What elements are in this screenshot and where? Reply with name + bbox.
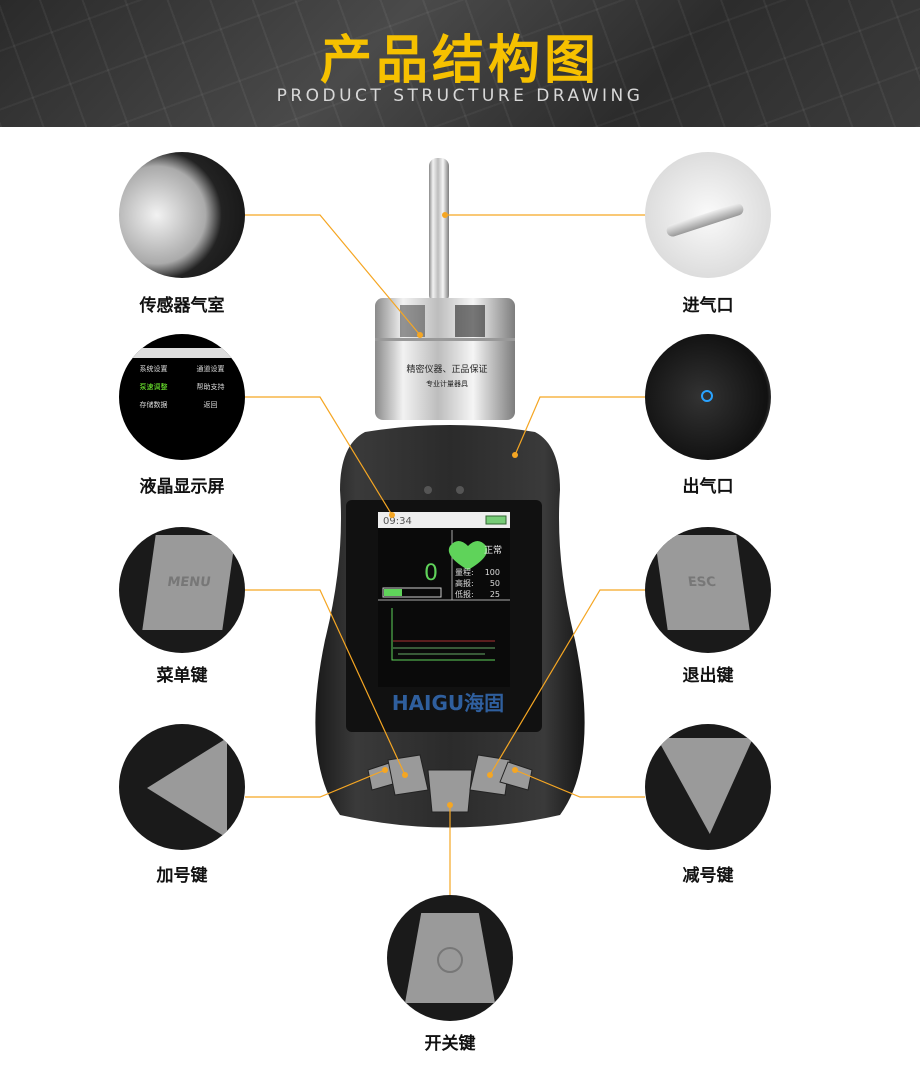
brand-logo: HAIGU海固 <box>392 691 504 715</box>
plus-key-detail <box>119 724 245 850</box>
menu-item-system-settings: 系统设置 <box>139 365 168 373</box>
power-key-detail <box>387 895 513 1021</box>
high-alarm-value: 50 <box>490 579 500 588</box>
low-alarm-value: 25 <box>490 590 500 599</box>
heart-icon <box>448 541 488 570</box>
leader-lines <box>245 214 645 895</box>
screen-status: 正常 <box>484 544 502 556</box>
minus-key <box>499 761 533 791</box>
outlet-detail <box>645 334 771 460</box>
screen-time: 09:34 <box>383 516 412 527</box>
page-subtitle: PRODUCT STRUCTURE DRAWING <box>276 86 644 106</box>
minus-key-detail <box>645 724 771 850</box>
chamber-text-2: 专业计量器具 <box>426 379 468 388</box>
inlet-detail <box>645 152 771 278</box>
label-menu-key: 菜单键 <box>156 666 208 686</box>
menu-item-back: 返回 <box>203 401 218 409</box>
range-label: 量程: <box>455 568 474 577</box>
low-alarm-label: 低报: <box>455 589 474 599</box>
lcd-detail: 系统设置 通道设置 泵速调整 帮助支持 存储数据 返回 <box>119 334 245 460</box>
screen-reading: 0 <box>424 561 438 586</box>
menu-item-stored-data: 存储数据 <box>139 401 168 409</box>
sensor-chamber-detail <box>119 152 245 278</box>
label-plus-key: 加号键 <box>156 866 208 886</box>
menu-item-channel-settings: 通道设置 <box>196 365 225 373</box>
label-power-key: 开关键 <box>424 1034 476 1054</box>
label-sensor-chamber: 传感器气室 <box>139 296 225 316</box>
page-title: 产品结构图 <box>319 31 600 91</box>
sensor-chamber <box>375 298 515 420</box>
menu-item-help: 帮助支持 <box>196 383 225 391</box>
high-alarm-label: 高报: <box>455 578 474 588</box>
header-banner: 产品结构图 PRODUCT STRUCTURE DRAWING <box>0 0 920 127</box>
chamber-text-1: 精密仪器、正品保证 <box>406 363 487 375</box>
range-value: 100 <box>485 568 500 577</box>
lcd-screen: 09:34 正常 0 量程: 100 高报: 50 低报: 25 <box>378 512 510 687</box>
power-key <box>427 769 473 813</box>
menu-key-detail: MENU <box>119 527 245 653</box>
label-lcd: 液晶显示屏 <box>139 477 225 497</box>
label-exit-key: 退出键 <box>682 666 734 686</box>
esc-key-detail: ESC <box>645 527 771 653</box>
label-inlet: 进气口 <box>682 296 734 316</box>
inlet-pipe <box>429 158 449 303</box>
label-outlet: 出气口 <box>682 477 734 497</box>
label-minus-key: 减号键 <box>682 866 734 886</box>
menu-item-pump-speed: 泵速调整 <box>139 383 168 391</box>
